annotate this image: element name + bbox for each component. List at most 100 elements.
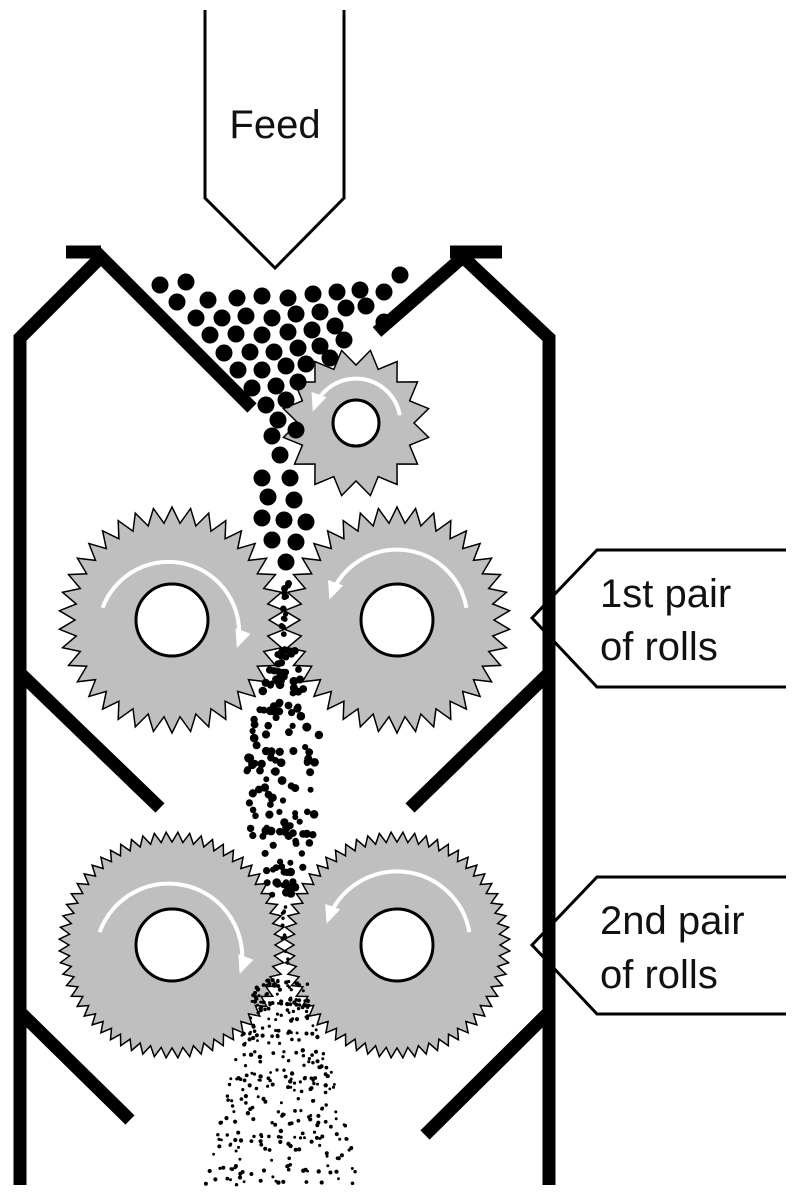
fine-particle <box>323 1090 328 1095</box>
fine-particle <box>284 935 288 940</box>
fine-particle <box>304 1009 309 1014</box>
fine-particle <box>239 1097 244 1101</box>
crushed-particle <box>263 776 270 783</box>
crushed-particle <box>289 689 297 697</box>
fine-particle <box>251 1024 256 1029</box>
crushed-particle <box>290 883 298 891</box>
crushed-particle <box>286 889 296 898</box>
feed-particle <box>227 325 245 343</box>
fine-particle <box>271 1051 276 1055</box>
fine-particle <box>284 949 288 954</box>
crushed-particle <box>309 810 319 819</box>
fine-particle <box>251 1117 256 1122</box>
fine-particle <box>268 1078 272 1083</box>
fine-particle <box>297 1038 301 1042</box>
fine-particle <box>292 1081 297 1085</box>
fine-particle <box>247 1037 252 1042</box>
fine-particle <box>345 1137 349 1141</box>
fine-particle <box>349 1146 354 1150</box>
crushed-particle <box>252 812 259 820</box>
fine-particle <box>300 1005 305 1010</box>
fine-particle <box>274 1028 278 1033</box>
fine-particle <box>258 1078 262 1082</box>
crushed-particle <box>260 783 270 792</box>
fine-particle <box>242 1042 247 1047</box>
feed-particle <box>277 553 295 571</box>
roll-pair1-left <box>57 505 287 735</box>
fine-particle <box>321 1106 325 1110</box>
fine-particle <box>259 1142 264 1147</box>
crushed-particle <box>314 730 324 740</box>
fine-particle <box>291 1009 296 1014</box>
fine-particle <box>285 1008 290 1012</box>
crushed-particle <box>305 839 314 847</box>
fine-particle <box>301 1054 306 1058</box>
fine-particle <box>260 1026 265 1030</box>
fine-particle <box>243 1064 248 1068</box>
fine-particle <box>267 1041 271 1045</box>
feed-particle <box>357 297 375 315</box>
crushed-particle <box>275 747 284 756</box>
crushed-particle <box>249 831 257 840</box>
fine-particle <box>315 1059 320 1064</box>
fine-particle <box>248 1032 252 1036</box>
fine-particle <box>309 1076 313 1080</box>
crushed-particle <box>295 666 302 673</box>
fine-particle <box>334 1132 339 1137</box>
fine-particle <box>263 1146 268 1151</box>
fine-particle <box>230 1099 234 1103</box>
fine-particle <box>274 1179 278 1183</box>
crushed-particle <box>244 766 252 774</box>
crushed-particle <box>281 585 289 592</box>
left-baffle-2 <box>15 1007 135 1125</box>
fine-particle <box>336 1156 341 1161</box>
roll-hub <box>134 582 210 658</box>
crushed-particle <box>305 748 314 757</box>
fine-particle <box>234 1149 238 1153</box>
fine-particle <box>238 1157 242 1161</box>
fine-particle <box>225 1176 230 1181</box>
fine-particle <box>226 1098 230 1102</box>
crushed-particle <box>249 733 259 743</box>
fine-particle <box>334 1117 338 1121</box>
feed-particle <box>285 491 303 509</box>
fine-particle <box>293 1135 297 1139</box>
crushed-particle <box>304 808 311 816</box>
crushed-particle <box>263 824 270 831</box>
arrow-arc <box>97 881 245 971</box>
feed-particle <box>289 339 307 357</box>
fine-particle <box>298 1080 302 1084</box>
fine-particle <box>253 990 258 995</box>
crushed-particle <box>302 829 311 838</box>
fine-particle <box>228 1143 232 1147</box>
crushed-particle <box>249 727 256 735</box>
fine-particle <box>303 1167 308 1172</box>
fine-particle <box>318 1137 322 1140</box>
fine-particle <box>240 1033 244 1037</box>
feed-particle <box>303 321 321 339</box>
fine-particle <box>297 1003 302 1007</box>
crushed-particle <box>269 891 276 898</box>
fine-particle <box>233 1137 238 1143</box>
crushed-particle <box>249 806 257 814</box>
fine-particle <box>251 1035 256 1041</box>
fine-particle <box>213 1177 218 1182</box>
fine-particle <box>310 1053 314 1057</box>
arrow-head <box>328 580 344 600</box>
crushed-particle <box>267 801 274 808</box>
feed-particle <box>201 326 219 344</box>
fine-particle <box>219 1120 224 1125</box>
fine-particle <box>321 1052 326 1056</box>
fine-particle <box>266 1084 270 1088</box>
fine-particle <box>325 1154 329 1158</box>
fine-particle <box>286 1031 290 1035</box>
roll-pair2-left <box>57 830 287 1060</box>
crushed-particle <box>256 766 264 775</box>
crushed-particle <box>272 864 280 871</box>
crushed-particle <box>264 721 273 730</box>
fine-particle <box>296 1006 301 1011</box>
crushed-particle <box>296 711 306 721</box>
pair2-label-line1: 2nd pair <box>600 899 745 943</box>
crushed-particle <box>274 678 283 686</box>
